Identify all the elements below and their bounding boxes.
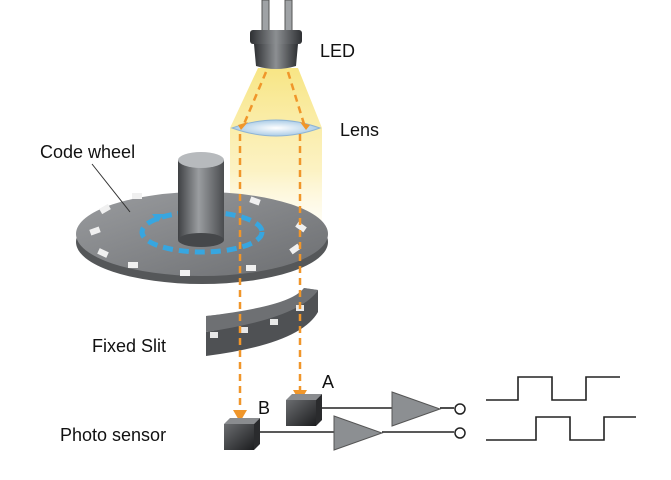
- sensor-a-label: A: [322, 372, 335, 392]
- arrow-head-b: [233, 410, 247, 422]
- waveform-b: [486, 416, 636, 441]
- fixed-slit-label: Fixed Slit: [92, 336, 167, 356]
- code-wheel-label: Code wheel: [40, 142, 136, 162]
- sensor-a: [286, 394, 322, 426]
- sensor-b-label: B: [258, 398, 271, 418]
- buffer-a-icon: [391, 391, 442, 427]
- waveform-a: [486, 376, 620, 401]
- led-icon: [250, 0, 302, 69]
- output-terminal-a: [454, 403, 466, 415]
- led-label: LED: [320, 41, 356, 61]
- code-wheel: [76, 152, 328, 284]
- beam-arrows: [238, 71, 306, 412]
- buffer-b-icon: [333, 415, 384, 451]
- sensor-b: [224, 418, 260, 450]
- output-terminal-b: [454, 427, 466, 439]
- lens-icon: [230, 119, 322, 137]
- lens-label: Lens: [340, 120, 380, 140]
- code-wheel-leader: [91, 163, 131, 213]
- photo-sensor-label: Photo sensor: [60, 425, 167, 445]
- fixed-slit: [206, 288, 318, 356]
